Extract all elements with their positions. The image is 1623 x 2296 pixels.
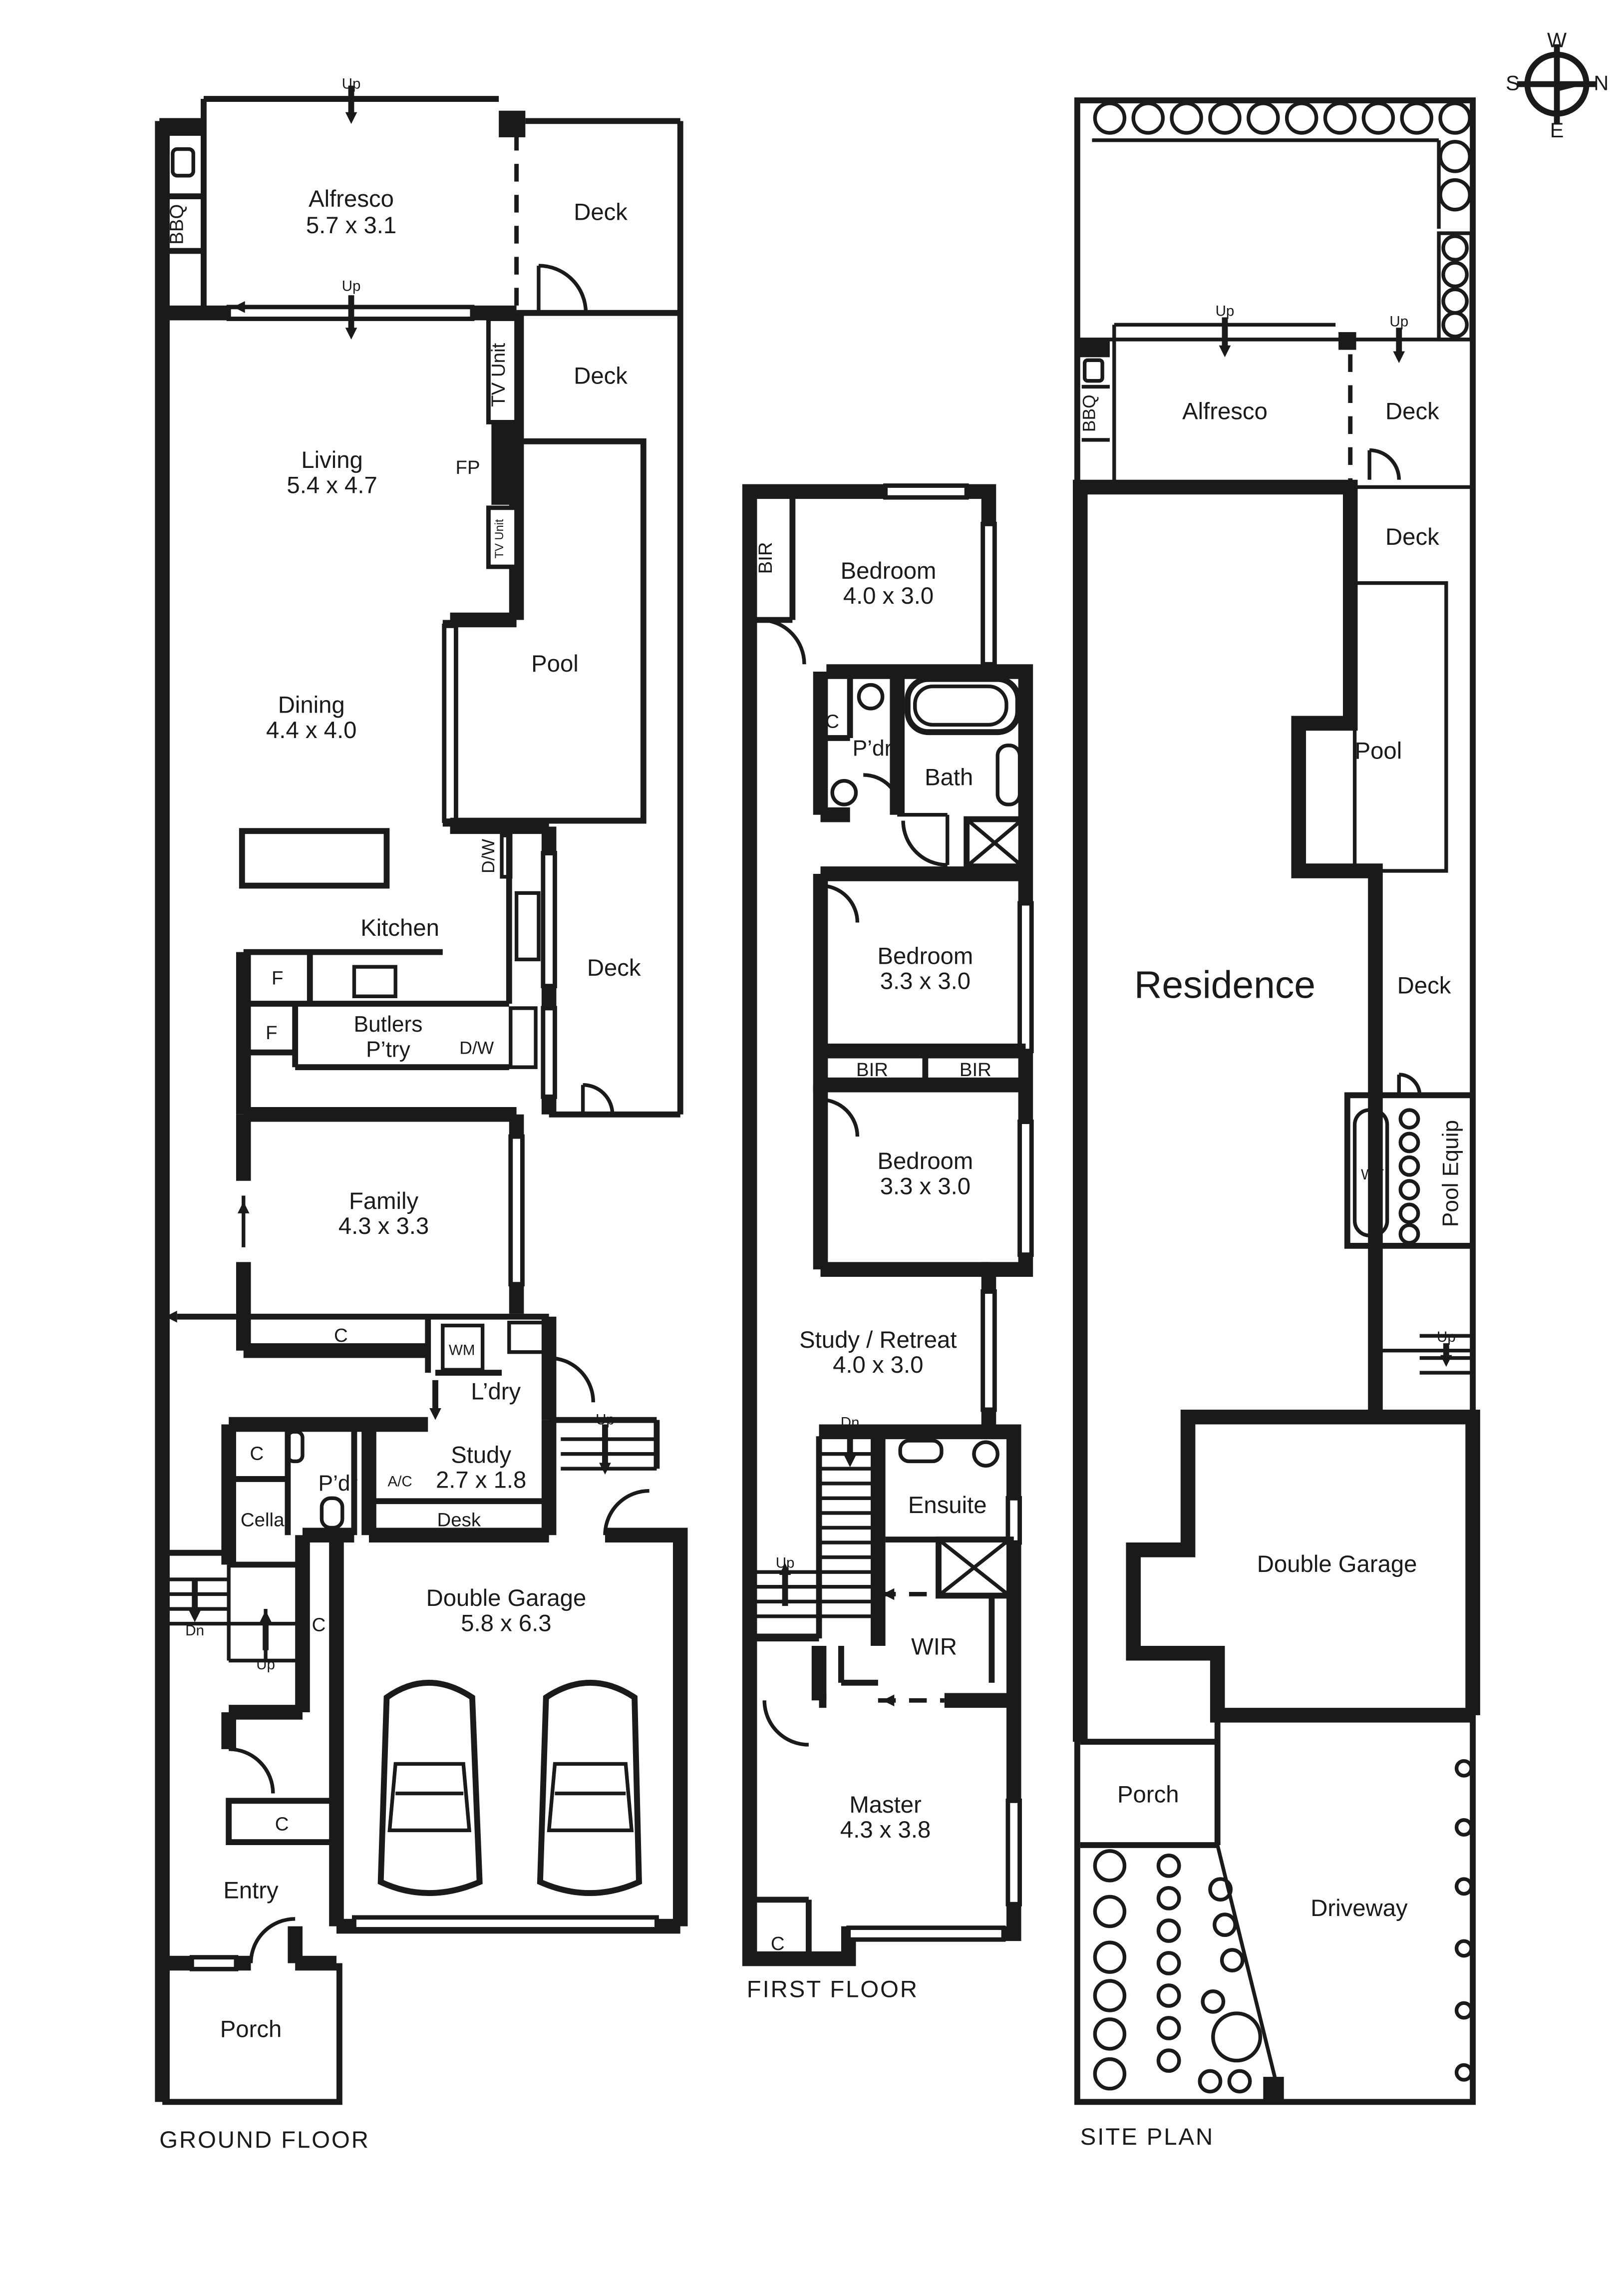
compass-w: W	[1547, 29, 1567, 52]
garage-size: 5.8 x 6.3	[461, 1610, 551, 1636]
compass-rose: W S N E	[1506, 29, 1609, 142]
tv-unit-large-label: TV Unit	[488, 343, 509, 406]
laundry-label: L’dry	[471, 1378, 521, 1405]
compass-e: E	[1550, 119, 1564, 142]
butlers-pantry-line1: Butlers	[353, 1012, 422, 1037]
bedroom-1-label: Bedroom	[841, 558, 937, 584]
washing-machine-label: WM	[449, 1342, 475, 1359]
site-alfresco-label: Alfresco	[1182, 398, 1268, 425]
site-plan-caption: SITE PLAN	[1080, 2124, 1214, 2150]
first-dn-label: Dn	[841, 1414, 860, 1431]
bedroom-1-size: 4.0 x 3.0	[843, 583, 934, 609]
site-bbq-label: BBQ	[1079, 394, 1099, 432]
hall-cupboard-label: C	[334, 1325, 348, 1346]
bath-label: Bath	[925, 765, 973, 791]
kitchen-label: Kitchen	[360, 915, 439, 941]
first-floor-caption: FIRST FLOOR	[747, 1976, 919, 2002]
fridge-1-label: F	[272, 968, 283, 989]
kitchen-dw-label: D/W	[478, 838, 498, 873]
small-cupboard-label: C	[250, 1443, 264, 1464]
porch-label: Porch	[220, 2016, 282, 2042]
cellar-label: Cellar	[241, 1510, 291, 1531]
butlers-pantry-line2: P’try	[366, 1037, 410, 1062]
bedroom-2-size: 3.3 x 3.0	[880, 968, 971, 995]
site-plan: Up Up Up BBQ Alfresco Deck Deck Pool Res…	[1073, 97, 1480, 2150]
butlers-dw-label: D/W	[459, 1038, 494, 1058]
fridge-2-label: F	[266, 1022, 277, 1044]
site-deck-3-label: Deck	[1397, 972, 1451, 999]
tv-unit-small-label: TV Unit	[493, 519, 506, 558]
bbq-label: BBQ	[166, 204, 188, 245]
residence-label: Residence	[1134, 963, 1315, 1006]
master-size: 4.3 x 3.8	[840, 1817, 931, 1843]
site-porch-label: Porch	[1117, 1781, 1179, 1808]
garage-label: Double Garage	[426, 1585, 587, 1611]
water-tank-label: WT	[1361, 1166, 1384, 1183]
site-up-2-label: Up	[1389, 313, 1408, 330]
family-size: 4.3 x 3.3	[338, 1213, 429, 1239]
site-up-1-label: Up	[1216, 303, 1235, 320]
study-label: Study	[451, 1442, 511, 1468]
garden-trees-icon	[1093, 1759, 1473, 2094]
wir-label: WIR	[911, 1634, 957, 1660]
desk-label: Desk	[437, 1510, 481, 1531]
stair-cupboard-label: C	[312, 1614, 326, 1635]
study-retreat-size: 4.0 x 3.0	[833, 1352, 923, 1378]
dining-label: Dining	[278, 692, 345, 719]
powder-room-label: P’dr	[319, 1472, 358, 1496]
ground-floor-caption: GROUND FLOOR	[159, 2127, 370, 2153]
site-up-3-label: Up	[1437, 1329, 1456, 1345]
living-label: Living	[301, 447, 363, 473]
first-up-label: Up	[776, 1554, 795, 1571]
bir-b-label: BIR	[960, 1059, 991, 1081]
study-size: 2.7 x 1.8	[436, 1467, 526, 1494]
pool-label: Pool	[531, 651, 579, 677]
alfresco-up-label: Up	[342, 75, 361, 92]
site-deck-top-label: Deck	[1385, 398, 1439, 425]
compass-n: N	[1594, 71, 1609, 94]
living-up-label: Up	[342, 278, 361, 294]
fireplace-label: FP	[456, 457, 480, 478]
study-retreat-label: Study / Retreat	[799, 1327, 957, 1353]
ground-floor-plan: Up Up Alfresco 5.7 x 3.1 BBQ Deck Deck T…	[155, 75, 688, 2153]
bir-a-label: BIR	[856, 1059, 888, 1081]
entry-cupboard-label: C	[275, 1813, 289, 1835]
pool-equip-label: Pool Equip	[1439, 1120, 1463, 1227]
driveway-label: Driveway	[1310, 1895, 1408, 1921]
alfresco-size: 5.7 x 3.1	[306, 212, 396, 239]
site-pool-label: Pool	[1355, 738, 1402, 764]
master-label: Master	[849, 1792, 921, 1818]
bedroom-3-size: 3.3 x 3.0	[880, 1173, 971, 1199]
cellar-dn-label: Dn	[185, 1622, 204, 1639]
entry-label: Entry	[223, 1877, 279, 1904]
hedge-trees-icon	[1092, 101, 1473, 342]
first-floor-plan: BIR Bedroom 4.0 x 3.0 C P’dr Bath Bedroo…	[742, 483, 1034, 2002]
car-2-icon	[537, 1680, 642, 1896]
ensuite-label: Ensuite	[908, 1492, 987, 1519]
garage-up-label: Up	[596, 1412, 615, 1428]
main-up-label: Up	[256, 1656, 275, 1673]
deck-upper-label: Deck	[574, 363, 628, 389]
bir-top-label: BIR	[755, 542, 776, 574]
site-deck-2-label: Deck	[1385, 524, 1439, 550]
compass-s: S	[1506, 71, 1520, 94]
living-size: 5.4 x 4.7	[287, 472, 377, 498]
bottom-cupboard-label: C	[771, 1933, 785, 1954]
alfresco-label: Alfresco	[309, 186, 394, 212]
site-garage-label: Double Garage	[1257, 1551, 1417, 1577]
car-1-icon	[377, 1680, 483, 1896]
powder-room-first-label: P’dr	[853, 736, 892, 761]
bedroom-3-label: Bedroom	[877, 1148, 973, 1174]
family-label: Family	[349, 1188, 419, 1214]
ac-label: A/C	[387, 1474, 412, 1490]
dining-size: 4.4 x 4.0	[266, 717, 356, 744]
deck-top-label: Deck	[574, 199, 628, 225]
bedroom-2-label: Bedroom	[877, 943, 973, 969]
deck-side-label: Deck	[587, 955, 641, 981]
linen-cupboard-label: C	[825, 711, 839, 732]
